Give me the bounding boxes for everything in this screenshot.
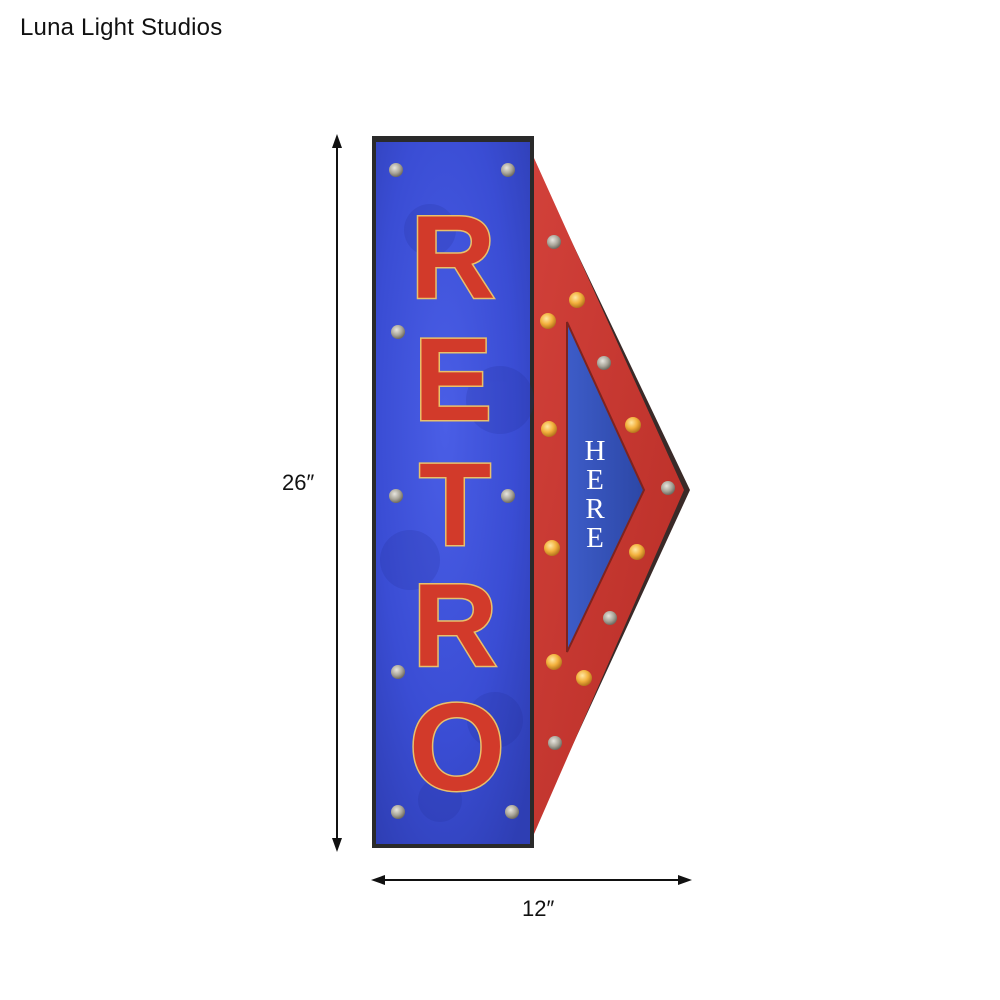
height-dimension-label: 26″	[282, 470, 315, 495]
bulb-icon	[546, 654, 562, 670]
bulb-icon	[544, 540, 560, 556]
bulb-icon	[569, 292, 585, 308]
bulb-icon	[576, 670, 592, 686]
here-letter: E	[586, 464, 604, 496]
bulb-icon	[391, 665, 405, 679]
bulb-icon	[505, 805, 519, 819]
bulb-icon	[391, 325, 405, 339]
arrow-panel	[528, 150, 690, 842]
bulb-icon	[629, 544, 645, 560]
bulb-icon	[501, 163, 515, 177]
bulb-icon	[541, 421, 557, 437]
here-letters: H E R E	[585, 435, 606, 554]
retro-letter: R	[412, 560, 497, 692]
bulb-icon	[389, 489, 403, 503]
retro-letter: T	[419, 439, 491, 571]
bulb-icon	[597, 356, 611, 370]
arrow-bulbs	[540, 235, 675, 750]
bulb-icon	[391, 805, 405, 819]
panel-bulbs	[389, 163, 519, 819]
brand-name: Luna Light Studios	[20, 14, 223, 41]
retro-letters: R E T R O	[407, 191, 506, 819]
bulb-icon	[603, 611, 617, 625]
retro-letter: R	[410, 192, 495, 324]
bulb-icon	[548, 736, 562, 750]
bulb-icon	[540, 313, 556, 329]
retro-letter: E	[414, 314, 493, 446]
width-dimension-label: 12″	[522, 896, 555, 921]
here-letter: H	[585, 435, 606, 467]
bulb-icon	[389, 163, 403, 177]
here-letter: R	[585, 493, 605, 525]
bulb-icon	[501, 489, 515, 503]
bulb-icon	[547, 235, 561, 249]
retro-letter: O	[409, 679, 505, 817]
bulb-icon	[661, 481, 675, 495]
bulb-icon	[625, 417, 641, 433]
here-letter: E	[586, 522, 604, 554]
